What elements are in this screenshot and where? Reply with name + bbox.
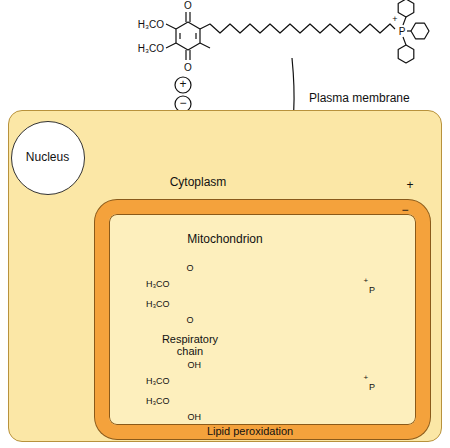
oxygen-label: O (186, 264, 193, 274)
oxygen-label: O (184, 0, 192, 11)
process-label: Lipid peroxidation (207, 425, 293, 437)
charge-label: + (364, 277, 369, 286)
process-label: Respiratory chain (156, 332, 224, 358)
methoxy-label: H₃CO (146, 377, 170, 387)
hydroxyl-label: OH (188, 413, 202, 423)
charge-sign: − (179, 97, 186, 110)
methoxy-label: H₃CO (146, 397, 170, 407)
charge-label: + (392, 15, 397, 25)
nucleus-circle: Nucleus (11, 121, 85, 195)
methoxy-label: H₃CO (138, 19, 164, 30)
nucleus-label: Nucleus (26, 151, 69, 164)
methoxy-label: H₃CO (146, 280, 170, 290)
oxygen-label: O (184, 62, 192, 73)
charge-sign: − (401, 204, 408, 217)
compartment-label: Cytoplasm (170, 176, 227, 189)
mitochondrion-band: Mitochondrion (95, 200, 430, 439)
charge-sign: + (406, 179, 413, 192)
cell-membrane-box: Plasma membraneNucleusMitochondrion (8, 110, 442, 442)
charge-sign: + (179, 78, 186, 91)
phosphorus-label: P (369, 286, 375, 296)
mitochondrion-label: Mitochondrion (187, 233, 262, 246)
phosphorus-label: P (399, 26, 406, 37)
mitoq-outside (166, 0, 429, 63)
hydroxyl-label: OH (188, 361, 202, 371)
phosphorus-label: P (369, 383, 375, 393)
methoxy-label: H₃CO (138, 43, 164, 54)
methoxy-label: H₃CO (146, 300, 170, 310)
membrane-heading: Plasma membrane (309, 92, 410, 105)
oxygen-label: O (186, 316, 193, 326)
charge-label: + (364, 374, 369, 383)
